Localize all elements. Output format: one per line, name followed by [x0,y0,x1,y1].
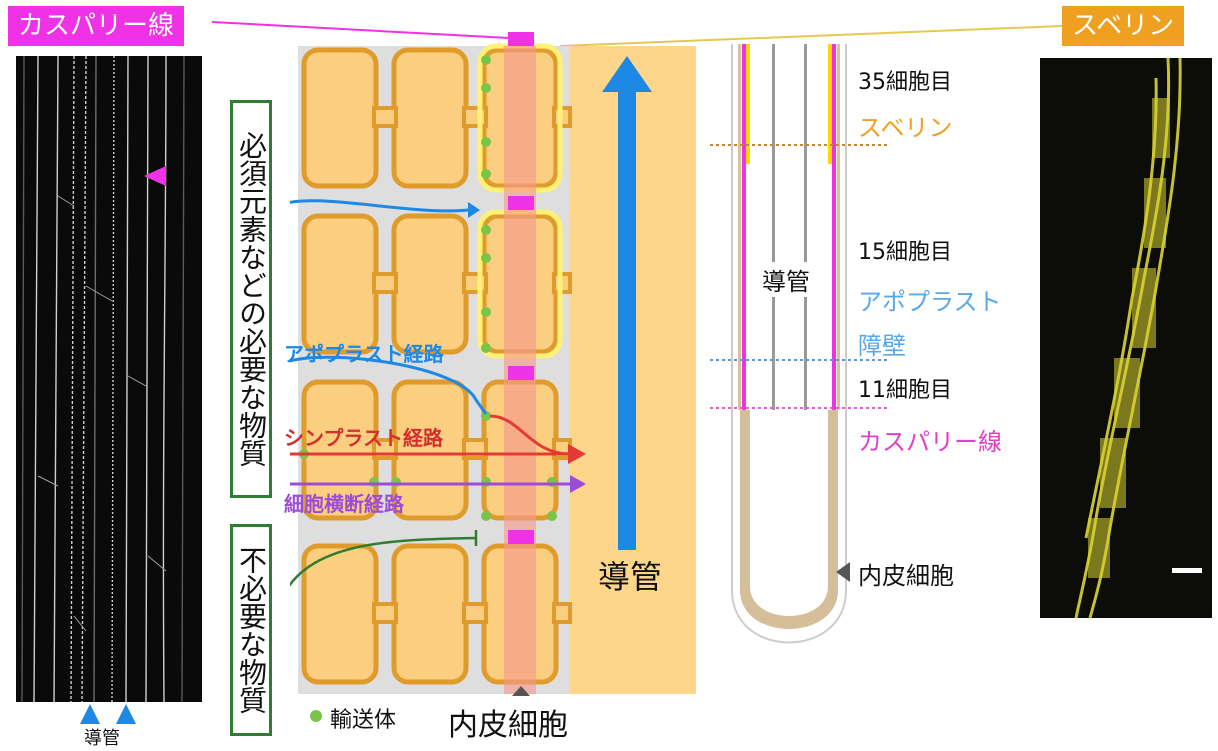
blue-arrowhead-icon [80,704,136,724]
cell-35-label: 35細胞目 [858,70,952,95]
essential-nutrients-label: 必須元素などの必要な物質 [235,131,268,467]
cell-11-label: 11細胞目 [858,378,952,403]
casparian-strip-label: カスパリー線 [8,6,185,46]
transporter-dots [299,55,557,521]
root-endodermis-label: 内皮細胞 [858,562,954,590]
cell-diagram [290,32,696,696]
green-dot-icon [310,710,322,722]
suberin-micrograph [1040,58,1212,618]
up-arrow-icon [602,56,652,550]
essential-nutrients-box: 必須元素などの必要な物質 [230,100,272,498]
apoplast-pathway-label: アポプラスト経路 [284,342,444,366]
apoplast-pathway-arrow [290,199,469,213]
transcellular-pathway-label: 細胞横断経路 [284,492,404,516]
suberin-connector-line [559,25,1063,47]
casparian-micrograph [16,56,202,702]
suberin-mid-label: スベリン [858,114,953,142]
cell-15-label: 15細胞目 [858,240,952,265]
symplast-pathway-label: シンプラスト経路 [284,426,443,450]
transporter-legend-label: 輸送体 [330,708,397,733]
unnecessary-substances-label: 不必要な物質 [235,546,268,714]
unnecessary-blocked-arrow [290,536,477,587]
root-schematic [710,44,890,644]
gray-arrowhead-icon [512,686,530,696]
pink-arrowhead-icon [144,166,166,186]
casparian-mid-label: カスパリー線 [858,428,1002,456]
left-xylem-label: 導管 [84,728,120,749]
apoplast-pathway-arrow-2 [290,355,488,415]
apoplast-barrier-label-2: 障壁 [858,332,906,360]
apoplast-barrier-label: アポプラスト [858,288,1002,316]
casparian-strip-marks [508,32,534,544]
root-xylem-label: 導管 [762,262,810,297]
center-xylem-label: 導管 [598,558,663,596]
endodermis-bottom-label: 内皮細胞 [448,708,568,743]
casparian-connector-line [211,21,511,39]
scale-bar [1172,568,1202,573]
unnecessary-substances-box: 不必要な物質 [230,524,272,736]
suberin-label: スベリン [1062,6,1185,46]
